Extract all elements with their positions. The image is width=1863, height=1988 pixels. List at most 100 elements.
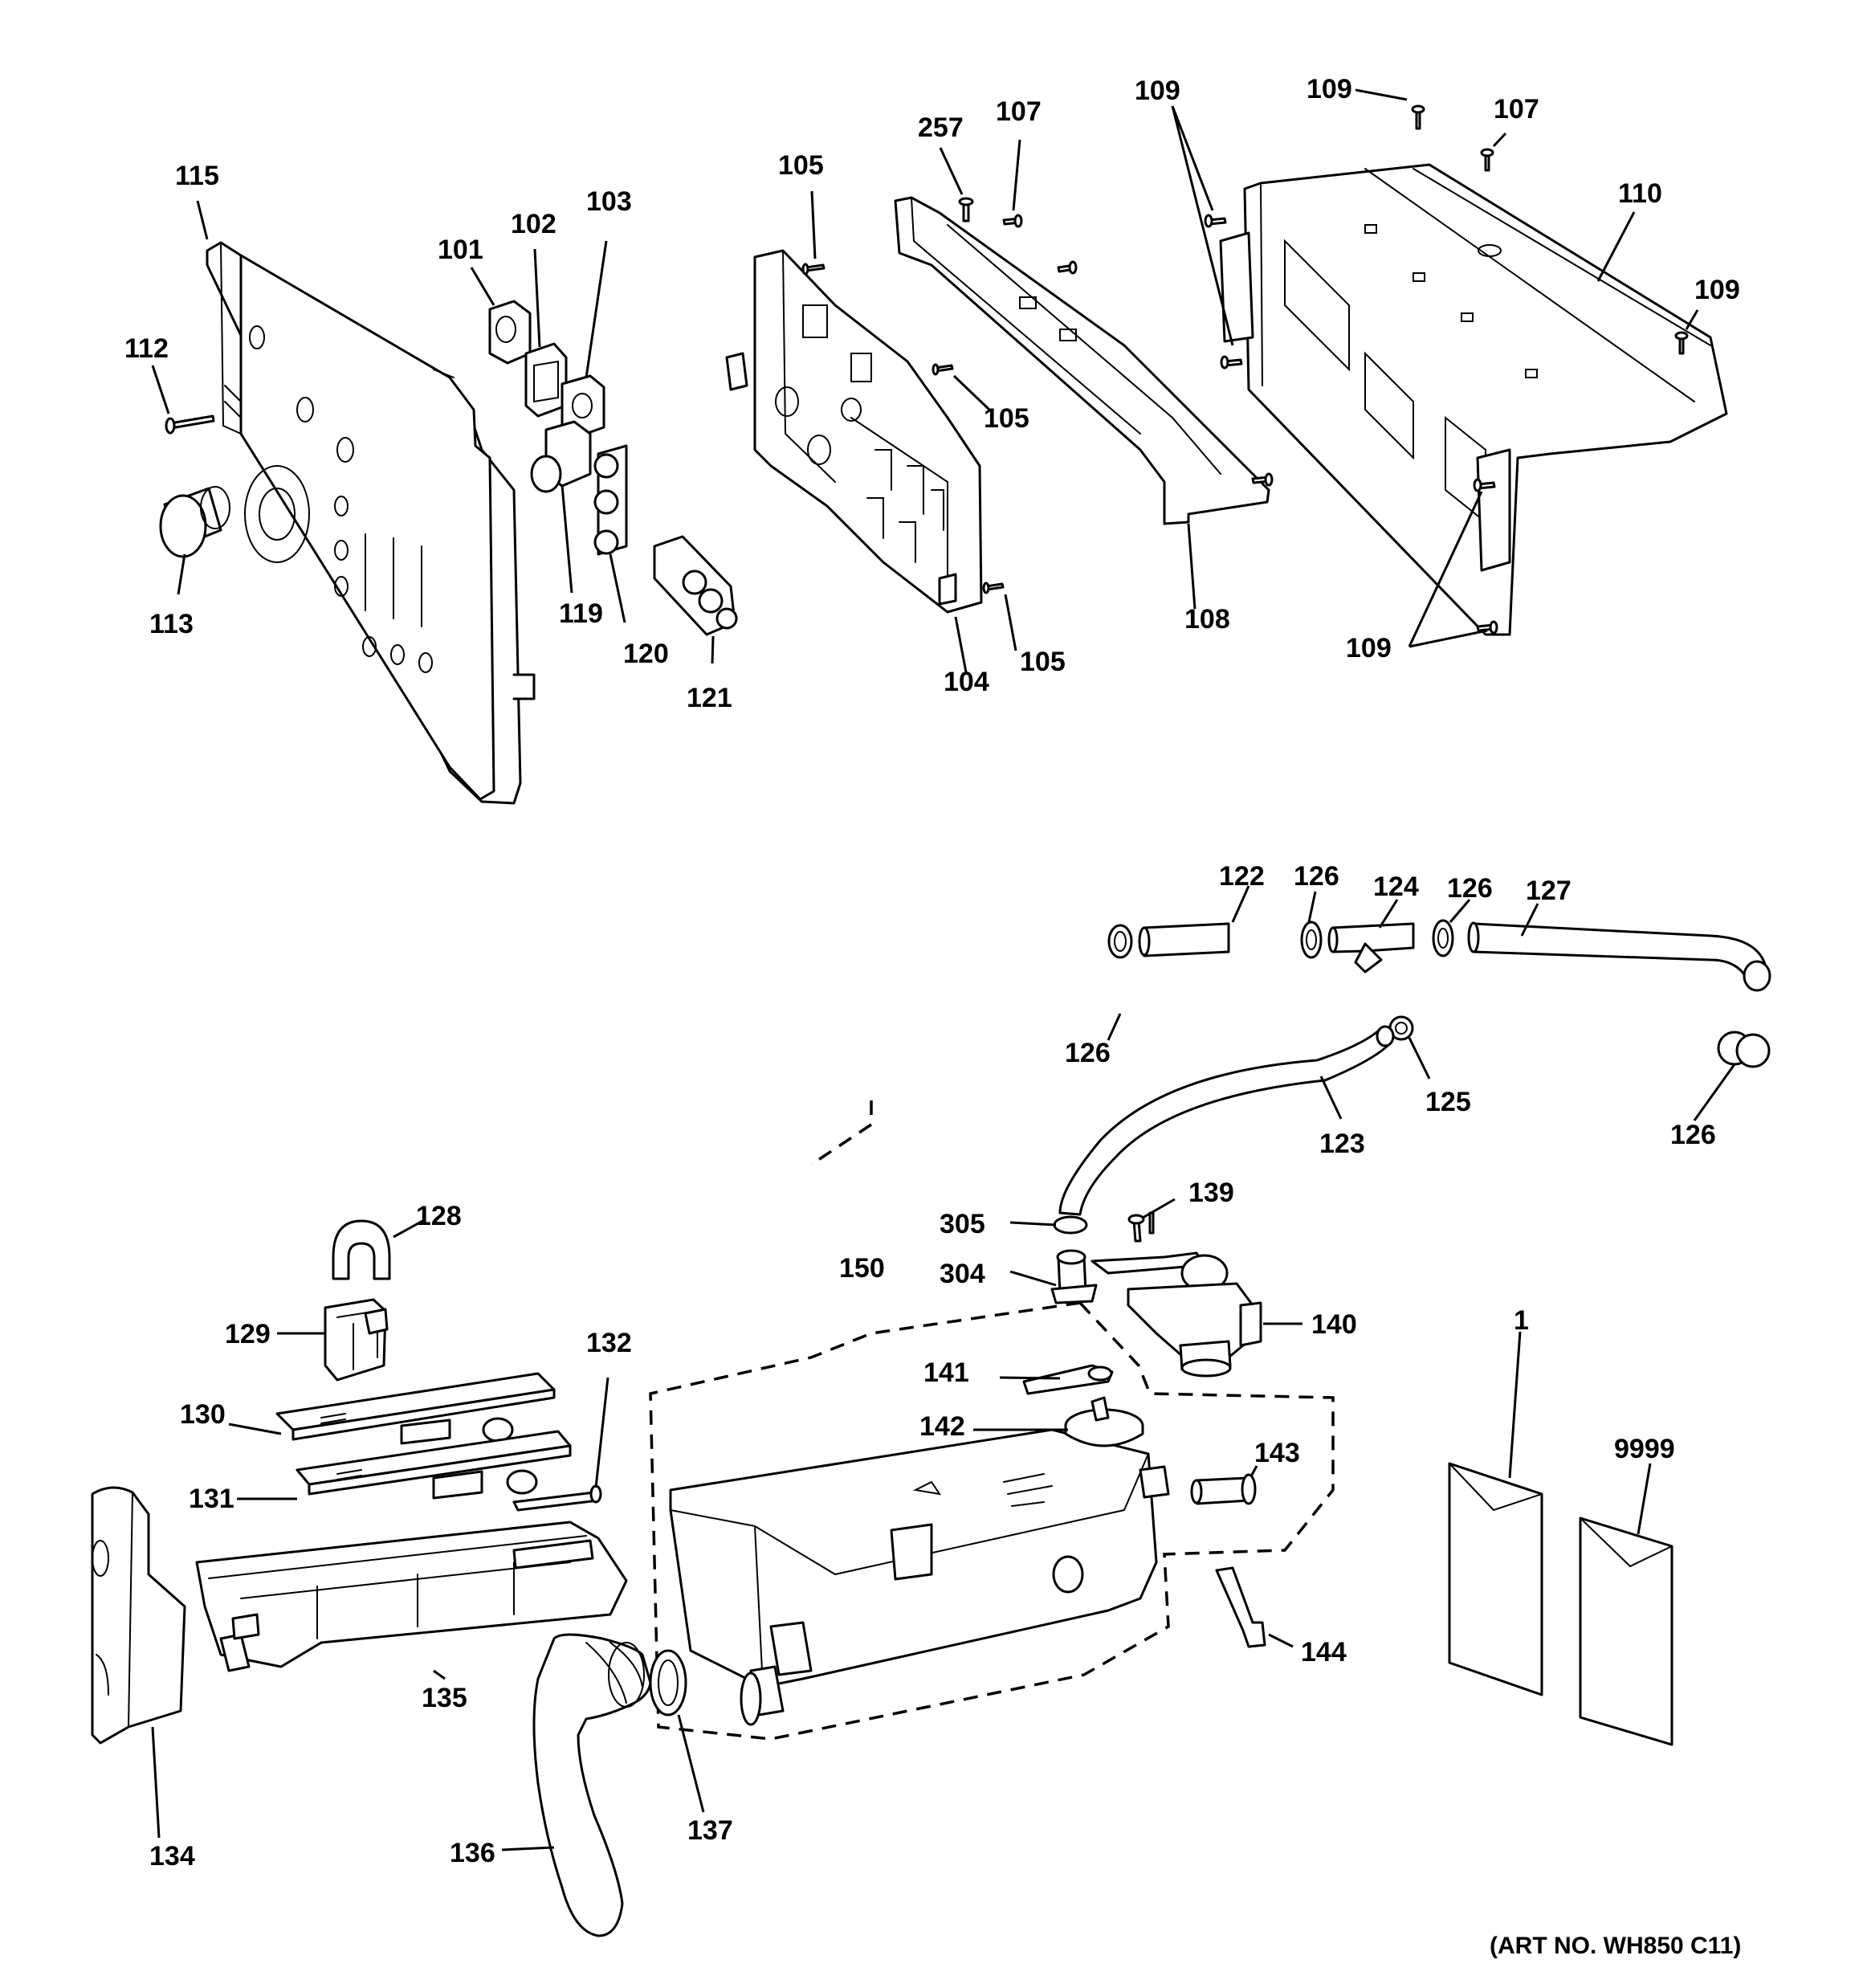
callout-126-a: 126 [1294,861,1339,892]
callout-304: 304 [940,1259,985,1289]
callout-107-panel: 107 [1494,94,1539,125]
screw-105-mid [932,363,954,376]
art-number: (ART NO. WH850 C11) [1490,1933,1741,1959]
hose-clamp-126-d [1717,1031,1771,1068]
hose-122 [1138,922,1230,957]
callout-305: 305 [940,1209,985,1239]
leader-lines [151,88,1736,1851]
callout-129: 129 [225,1319,271,1349]
screw-108-right [1251,472,1274,487]
siphon-129 [324,1298,389,1382]
hose-127 [1467,921,1771,992]
callout-labels: 115 112 113 101 102 103 119 120 121 105 … [124,74,1741,1959]
callout-143: 143 [1254,1438,1300,1468]
callout-134: 134 [149,1841,195,1872]
callout-102: 102 [511,209,556,239]
callout-126-b: 126 [1447,873,1493,904]
dispenser-assembly-outline [649,1100,1335,1741]
switch-119 [530,420,592,493]
screw-257 [958,197,974,222]
callout-142: 142 [919,1411,965,1442]
switch-102 [524,342,568,418]
clip-144 [1215,1566,1266,1648]
envelope-9999 [1579,1517,1673,1746]
callout-132: 132 [586,1328,632,1358]
tray-130 [275,1372,556,1445]
callout-101: 101 [438,235,483,265]
top-panel [1219,163,1728,636]
callout-126-d: 126 [1670,1120,1716,1150]
callout-112: 112 [124,333,169,364]
screw-107-panel [1480,148,1494,172]
callout-109-right: 109 [1694,275,1740,305]
callout-109-top: 109 [1307,74,1352,104]
screw-107-bracket [1002,214,1023,228]
callout-135: 135 [422,1683,467,1713]
callout-113: 113 [149,609,194,639]
ring-137 [649,1649,687,1717]
callout-137: 137 [687,1815,733,1846]
dispenser-housing [669,1428,1170,1726]
callout-136: 136 [450,1838,495,1868]
callout-127: 127 [1526,876,1572,906]
callout-141: 141 [923,1357,969,1388]
callout-150: 150 [839,1253,885,1284]
callout-110: 110 [1618,178,1662,209]
callout-123: 123 [1319,1129,1365,1159]
callout-257: 257 [918,112,964,143]
screw-109-lower-a [1473,478,1496,492]
screw-109-right [1674,331,1689,355]
callout-125: 125 [1425,1087,1471,1117]
callout-103: 103 [586,186,632,217]
callout-104: 104 [944,667,989,697]
pin-143 [1190,1473,1257,1505]
hose-clamp-126-b [1300,921,1323,959]
screw-105-bottom [982,582,1005,594]
grommet-305 [1053,1215,1088,1235]
callout-122: 122 [1219,861,1265,892]
control-board [725,249,983,614]
lever-141 [1022,1364,1114,1395]
gear-142 [1064,1396,1144,1447]
screw-112 [165,414,215,435]
screw-108-mid [1057,260,1078,275]
callout-107-bracket: 107 [996,96,1042,127]
screw-105-top [801,263,826,276]
drawer-front-134 [91,1486,186,1745]
clip-128 [332,1219,391,1280]
callout-105-mid: 105 [984,403,1029,434]
hose-123 [1058,1025,1395,1216]
callout-120: 120 [623,639,669,669]
selector-knob [159,486,230,558]
control-panel-console [206,241,536,805]
callout-131: 131 [189,1484,234,1514]
elbow-304 [1050,1249,1098,1304]
hose-clamp-126-c [1432,919,1454,957]
callout-139: 139 [1188,1178,1234,1208]
callout-9999: 9999 [1614,1434,1675,1464]
switch-120 [593,444,628,556]
hose-clamp-126-a [1107,924,1133,959]
screw-139 [1127,1211,1155,1243]
envelope-1 [1448,1462,1543,1696]
callout-105-top: 105 [778,150,824,181]
callout-130: 130 [180,1399,226,1430]
callout-109-bottom: 109 [1346,633,1392,663]
tray-131 [296,1430,572,1500]
callout-1: 1 [1514,1305,1529,1336]
valve-140 [1090,1251,1262,1378]
callout-126-c: 126 [1065,1038,1111,1068]
screw-109-left-upper [1204,214,1227,228]
callout-105-bottom: 105 [1020,647,1066,677]
screw-109-lower-b [1476,620,1498,635]
callout-124: 124 [1373,872,1419,902]
mounting-bracket [894,196,1270,525]
callout-119: 119 [559,598,603,629]
screw-109-top [1411,104,1425,130]
callout-115: 115 [175,161,219,191]
callout-108: 108 [1184,604,1230,635]
drawer-135 [195,1521,628,1672]
switch-101 [488,300,532,365]
duct-136 [532,1633,652,1937]
